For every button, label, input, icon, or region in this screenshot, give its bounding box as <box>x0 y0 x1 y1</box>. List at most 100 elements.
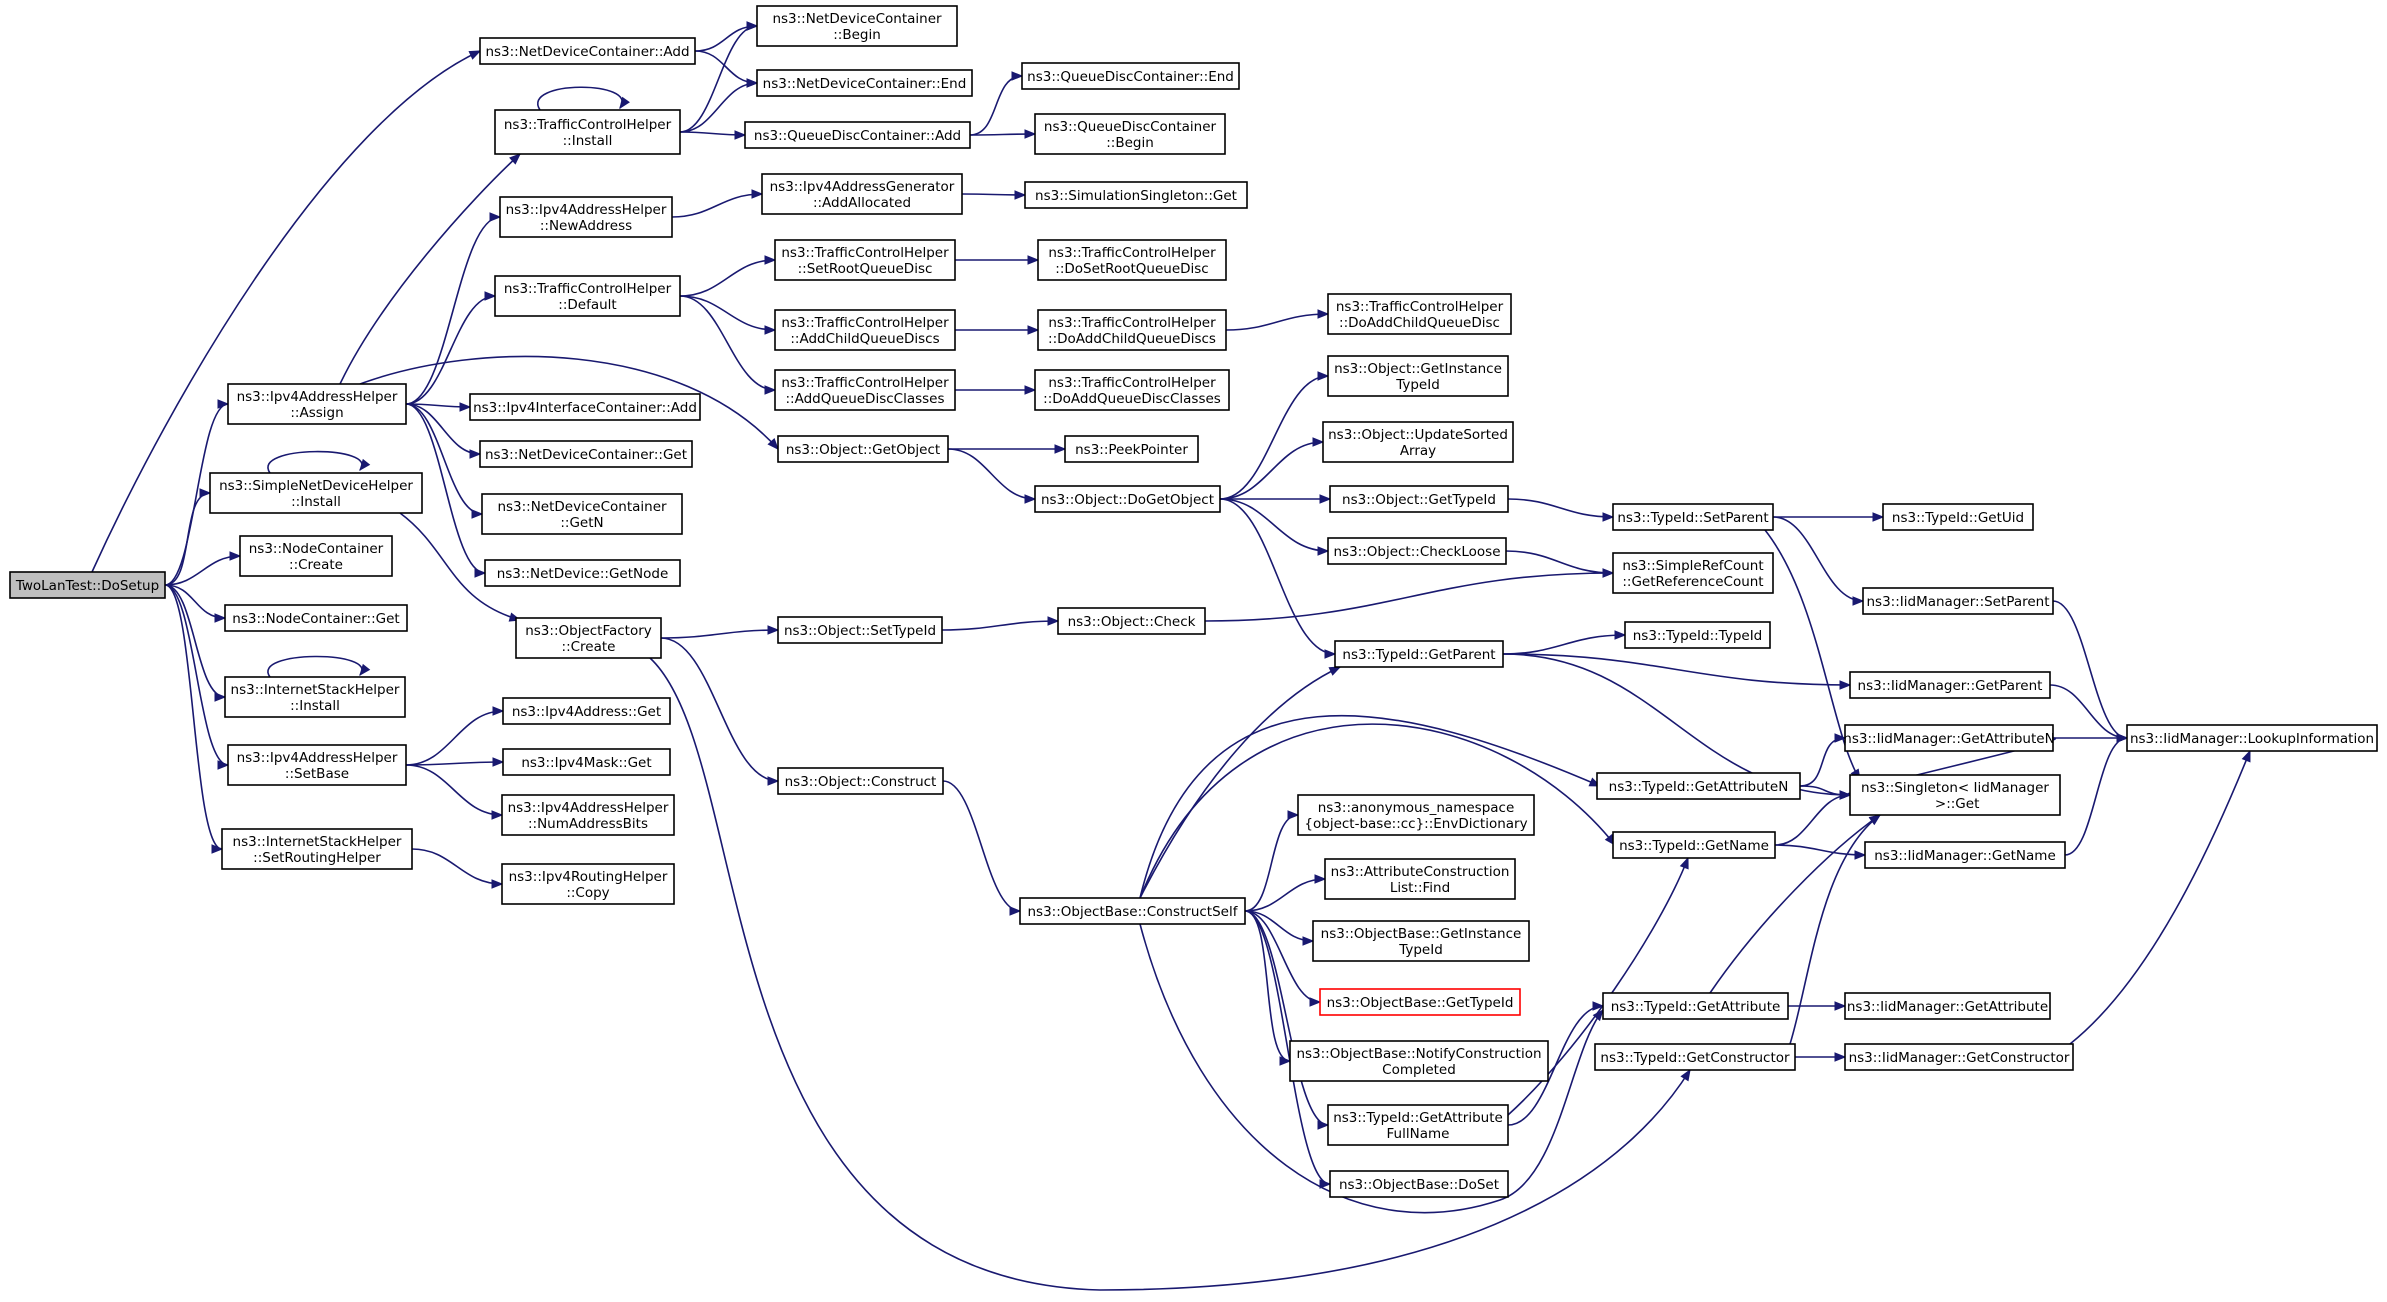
node-iid-getctor[interactable]: ns3::IidManager::GetConstructor <box>1844 1043 2074 1071</box>
node-label-line: ns3::ObjectFactory <box>525 623 652 639</box>
node-box <box>209 472 423 514</box>
node-anon-envdict[interactable]: ns3::anonymous_namespace{object-base::cc… <box>1297 794 1535 836</box>
node-qdc-add[interactable]: ns3::QueueDiscContainer::Add <box>744 121 971 149</box>
node-box <box>1849 671 2051 699</box>
arrowhead <box>471 509 484 519</box>
node-obj-construct[interactable]: ns3::Object::Construct <box>777 767 944 795</box>
node-nc-get[interactable]: ns3::NodeContainer::Get <box>224 604 408 632</box>
node-obj-check[interactable]: ns3::Object::Check <box>1057 607 1206 635</box>
node-box <box>1624 621 1771 649</box>
node-typeid-getname[interactable]: ns3::TypeId::GetName <box>1612 831 1776 859</box>
node-label-line: ::Create <box>289 557 343 573</box>
node-tch-setroot[interactable]: ns3::TrafficControlHelper::SetRootQueueD… <box>774 239 956 281</box>
node-typeid-getuid[interactable]: ns3::TypeId::GetUid <box>1882 503 2034 531</box>
node-iid-setparent[interactable]: ns3::IidManager::SetParent <box>1862 587 2054 615</box>
node-obj-getobject[interactable]: ns3::Object::GetObject <box>777 435 949 463</box>
node-tch-addclasses[interactable]: ns3::TrafficControlHelper::AddQueueDiscC… <box>774 369 956 411</box>
node-ipic-add[interactable]: ns3::Ipv4InterfaceContainer::Add <box>469 393 701 421</box>
node-typeid-getctor[interactable]: ns3::TypeId::GetConstructor <box>1594 1043 1796 1071</box>
node-qdc-begin[interactable]: ns3::QueueDiscContainer::Begin <box>1034 113 1226 155</box>
node-iid-getname[interactable]: ns3::IidManager::GetName <box>1864 841 2066 869</box>
node-ndc-add[interactable]: ns3::NetDeviceContainer::Add <box>479 37 696 65</box>
node-ish-setrouting[interactable]: ns3::InternetStackHelper::SetRoutingHelp… <box>221 828 413 870</box>
node-label-line: ns3::Ipv4InterfaceContainer::Add <box>473 400 697 416</box>
node-ipah-numbits[interactable]: ns3::Ipv4AddressHelper::NumAddressBits <box>501 794 675 836</box>
node-ipv4addr-get[interactable]: ns3::Ipv4Address::Get <box>502 697 671 725</box>
node-box <box>1322 421 1514 463</box>
node-tch-doaddchild[interactable]: ns3::TrafficControlHelper::DoAddChildQue… <box>1037 309 1227 351</box>
node-label-line: ns3::Object::GetTypeId <box>1342 492 1496 508</box>
node-tch-doaddchild2[interactable]: ns3::TrafficControlHelper::DoAddChildQue… <box>1327 293 1512 335</box>
node-typeid-getattrn[interactable]: ns3::TypeId::GetAttributeN <box>1596 772 1801 800</box>
node-ndc-getn[interactable]: ns3::NetDeviceContainer::GetN <box>481 493 683 535</box>
node-label-line: ::Create <box>562 639 616 655</box>
node-singleton-get[interactable]: ns3::Singleton< IidManager >::Get <box>1849 774 2061 816</box>
node-typeid-typeid[interactable]: ns3::TypeId::TypeId <box>1624 621 1771 649</box>
node-nd-getnode[interactable]: ns3::NetDevice::GetNode <box>484 559 681 587</box>
node-tch-install[interactable]: ns3::TrafficControlHelper::Install <box>494 109 681 155</box>
node-tch-addchild[interactable]: ns3::TrafficControlHelper::AddChildQueue… <box>774 309 956 351</box>
node-ipah-setbase[interactable]: ns3::Ipv4AddressHelper::SetBase <box>227 744 407 786</box>
node-nc-create[interactable]: ns3::NodeContainer::Create <box>239 535 393 577</box>
edge-line <box>405 764 503 816</box>
node-box <box>1844 1043 2074 1071</box>
edge-line <box>1505 550 1614 574</box>
node-ob-gettypeid[interactable]: ns3::ObjectBase::GetTypeId <box>1319 988 1521 1016</box>
node-of-create[interactable]: ns3::ObjectFactory::Create <box>515 617 662 659</box>
node-label-line: ns3::NetDeviceContainer <box>772 11 942 27</box>
node-ob-doset[interactable]: ns3::ObjectBase::DoSet <box>1329 1170 1509 1198</box>
node-ipah-assign[interactable]: ns3::Ipv4AddressHelper::Assign <box>227 383 407 425</box>
arrowhead <box>1024 129 1037 139</box>
node-tch-dosetroot[interactable]: ns3::TrafficControlHelper::DoSetRootQueu… <box>1037 239 1227 281</box>
node-label-line: ns3::Singleton< IidManager <box>1861 780 2049 796</box>
node-simsingle-get[interactable]: ns3::SimulationSingleton::Get <box>1024 181 1248 209</box>
node-label-line: ns3::Object::CheckLoose <box>1333 544 1500 560</box>
node-ipag-alloc[interactable]: ns3::Ipv4AddressGenerator::AddAllocated <box>761 173 963 215</box>
call-edge-ipag_alloc-to-simsingle_get <box>961 190 1027 200</box>
arrowhead <box>1314 874 1327 884</box>
edge-line <box>679 259 776 297</box>
node-ish-install[interactable]: ns3::InternetStackHelper::Install <box>224 676 406 718</box>
node-typeid-getattr[interactable]: ns3::TypeId::GetAttribute <box>1602 992 1789 1020</box>
node-iprh-copy[interactable]: ns3::Ipv4RoutingHelper::Copy <box>501 863 675 905</box>
node-tch-doaddclasses[interactable]: ns3::TrafficControlHelper::DoAddQueueDis… <box>1034 369 1230 411</box>
node-ob-notify[interactable]: ns3::ObjectBase::NotifyConstructionCompl… <box>1289 1040 1549 1082</box>
node-iid-getattrn[interactable]: ns3::IidManager::GetAttributeN <box>1843 724 2055 752</box>
node-obj-checkloose[interactable]: ns3::Object::CheckLoose <box>1327 537 1507 565</box>
node-label-line: ::DoSetRootQueueDisc <box>1055 261 1208 277</box>
arrowhead <box>1319 494 1332 504</box>
node-ob-constructself[interactable]: ns3::ObjectBase::ConstructSelf <box>1019 897 1246 925</box>
node-peekpointer[interactable]: ns3::PeekPointer <box>1064 435 1199 463</box>
node-iid-getattr[interactable]: ns3::IidManager::GetAttribute <box>1844 992 2051 1020</box>
node-ndc-get[interactable]: ns3::NetDeviceContainer::Get <box>479 440 693 468</box>
node-obj-settypeid[interactable]: ns3::Object::SetTypeId <box>777 616 943 644</box>
node-qdc-end[interactable]: ns3::QueueDiscContainer::End <box>1021 62 1240 90</box>
call-edge-ob_constructself-to-acl_find <box>1244 874 1327 912</box>
arrowhead <box>1047 616 1060 626</box>
node-ndc-end[interactable]: ns3::NetDeviceContainer::End <box>756 69 973 97</box>
node-ipah-newaddr[interactable]: ns3::Ipv4AddressHelper::NewAddress <box>499 196 673 238</box>
node-sndh-install[interactable]: ns3::SimpleNetDeviceHelper::Install <box>209 472 423 514</box>
node-box <box>1324 858 1516 900</box>
node-root[interactable]: TwoLanTest::DoSetup <box>9 571 166 599</box>
node-box <box>515 617 662 659</box>
node-ndc-begin[interactable]: ns3::NetDeviceContainer::Begin <box>756 5 958 47</box>
node-obj-gettypeid[interactable]: ns3::Object::GetTypeId <box>1329 485 1509 513</box>
node-typeid-getparent[interactable]: ns3::TypeId::GetParent <box>1334 640 1504 668</box>
node-iid-lookup[interactable]: ns3::IidManager::LookupInformation <box>2126 724 2378 752</box>
node-tch-default[interactable]: ns3::TrafficControlHelper::Default <box>494 275 681 317</box>
node-ipv4mask-get[interactable]: ns3::Ipv4Mask::Get <box>502 748 671 776</box>
node-label-line: ns3::IidManager::GetAttribute <box>1847 999 2048 1015</box>
node-srefc-getref[interactable]: ns3::SimpleRefCount::GetReferenceCount <box>1612 552 1774 594</box>
node-typeid-setparent[interactable]: ns3::TypeId::SetParent <box>1612 503 1774 531</box>
node-iid-getparent[interactable]: ns3::IidManager::GetParent <box>1849 671 2051 699</box>
node-box <box>9 571 166 599</box>
call-edge-ipah_newaddr-to-ipag_alloc <box>671 189 764 218</box>
node-obj-dogetobject[interactable]: ns3::Object::DoGetObject <box>1034 485 1221 513</box>
call-edge-ipah_assign-to-ipic_add <box>405 402 472 412</box>
